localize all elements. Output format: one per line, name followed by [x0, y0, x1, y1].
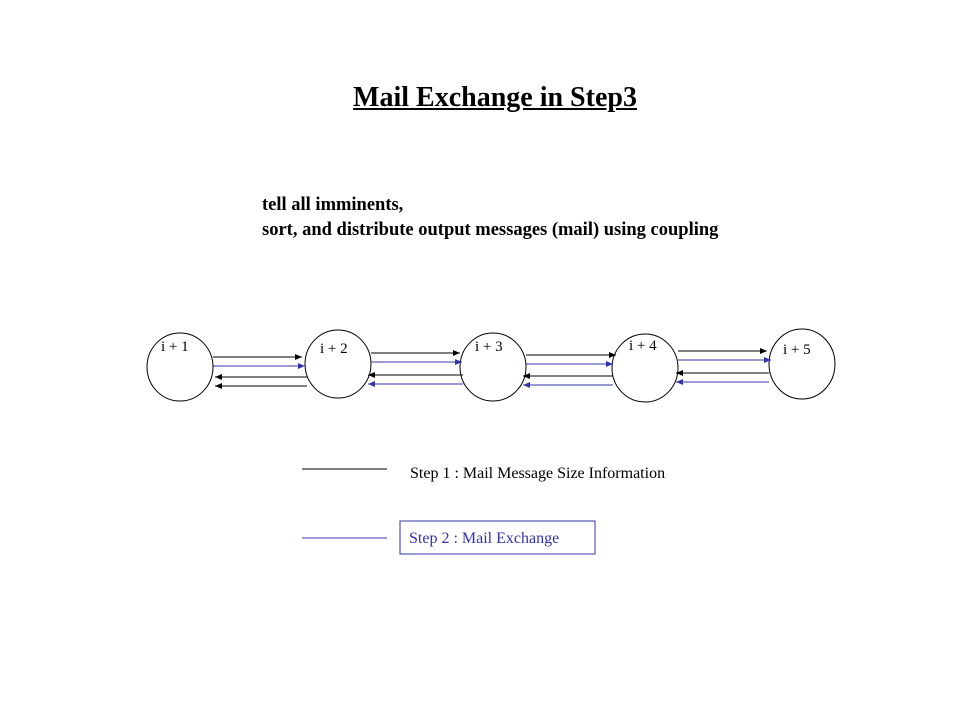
node-3: i + 3 [459, 332, 527, 402]
node-2-label: i + 2 [320, 341, 348, 357]
legend: Step 1 : Mail Message Size Information S… [302, 465, 665, 555]
node-5-label: i + 5 [783, 342, 811, 358]
legend-step2-box [399, 520, 596, 555]
node-1: i + 1 [146, 332, 214, 402]
arrows-1-2 [213, 354, 307, 389]
description: tell all imminents, sort, and distribute… [262, 193, 718, 243]
legend-step1-label: Step 1 : Mail Message Size Information [410, 465, 665, 482]
legend-step2-label: Step 2 : Mail Exchange [409, 530, 559, 547]
page-title: Mail Exchange in Step3 [353, 82, 637, 113]
node-5: i + 5 [768, 328, 836, 400]
arrows-4-5 [676, 348, 771, 385]
node-4: i + 4 [611, 333, 679, 403]
description-line-2: sort, and distribute output messages (ma… [262, 220, 719, 240]
node-1-label: i + 1 [161, 339, 189, 355]
node-2: i + 2 [304, 329, 372, 399]
node-3-label: i + 3 [475, 339, 503, 355]
arrows-3-4 [523, 352, 616, 388]
node-4-label: i + 4 [629, 338, 657, 354]
arrows-2-3 [368, 350, 463, 387]
description-line-1: tell all imminents, [262, 195, 404, 215]
